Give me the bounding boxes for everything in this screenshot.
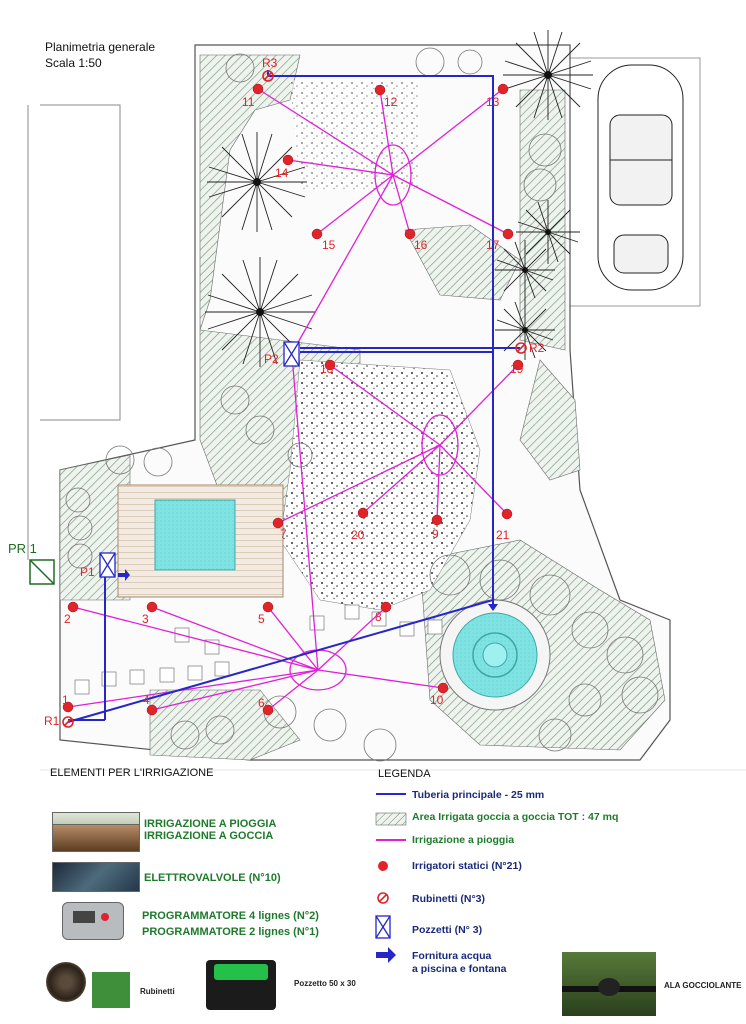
sprinkler-label: 16 <box>414 238 428 252</box>
element-label: PROGRAMMATORE 4 lignes (N°2) <box>142 910 319 922</box>
sprinkler-label: 6 <box>258 696 265 710</box>
sprinkler-3 <box>146 601 158 613</box>
faucet-photo <box>46 962 86 1002</box>
legend-item: Rubinetti (N°3) <box>412 893 486 905</box>
plan-title: Planimetria generale <box>45 40 156 54</box>
sprinkler-label: 18 <box>320 362 334 376</box>
pozzetto-caption: Pozzetto 50 x 30 <box>294 979 356 988</box>
sprinkler-18 <box>324 359 336 371</box>
sprinkler-label: 15 <box>322 238 336 252</box>
sprinkler-5 <box>262 601 274 613</box>
element-label: IRRIGAZIONE A GOCCIA <box>144 830 274 842</box>
sprinkler-16 <box>404 228 416 240</box>
pit-label: P2 <box>264 352 279 366</box>
sprinkler-9 <box>431 514 443 526</box>
sprinkler-label: 7 <box>280 527 287 541</box>
valve-label: R2 <box>529 341 545 355</box>
sprinkler-label: 12 <box>384 95 398 109</box>
legend-item: Irrigatori statici (N°21) <box>412 860 522 872</box>
ala-caption: ALA GOCCIOLANTE <box>664 981 742 990</box>
sprinkler-4 <box>146 704 158 716</box>
legend-symbols <box>375 793 407 963</box>
site-plan <box>27 30 746 771</box>
sprinkler-20 <box>357 507 369 519</box>
legend-item: a piscina e fontana <box>412 963 507 975</box>
drip-irrigation-photo <box>52 824 140 852</box>
legend-item: Pozzetti (N° 3) <box>412 924 483 936</box>
sprinkler-7 <box>272 517 284 529</box>
sprinkler-15 <box>311 228 323 240</box>
sprinkler-label: 14 <box>275 166 289 180</box>
legend-item: Area Irrigata goccia a goccia TOT : 47 m… <box>412 811 619 823</box>
valve-label: R3 <box>262 56 278 70</box>
sprinkler-label: 10 <box>430 693 444 707</box>
legend-item: Irrigazione a pioggia <box>412 834 515 846</box>
sprinkler-label: 21 <box>496 528 510 542</box>
programmer-photo <box>62 902 124 940</box>
plan-scale: Scala 1:50 <box>45 56 102 70</box>
rubinetti-caption: Rubinetti <box>140 987 175 996</box>
sprinkler-11 <box>252 83 264 95</box>
sprinkler-label: 1 <box>62 693 69 707</box>
sprinkler-label: 20 <box>351 528 365 542</box>
sprinkler-10 <box>437 682 449 694</box>
sprinkler-label: 5 <box>258 612 265 626</box>
element-label: IRRIGAZIONE A PIOGGIA <box>144 818 277 830</box>
valves-photo <box>52 862 140 892</box>
sprinkler-19 <box>512 359 524 371</box>
ala-photo <box>562 952 656 1016</box>
pozzetto-photo <box>206 960 276 1010</box>
sprinkler-1 <box>62 701 74 713</box>
sprinkler-label: 19 <box>510 362 524 376</box>
sprinkler-21 <box>501 508 513 520</box>
sprinkler-label: 3 <box>142 612 149 626</box>
sprinkler-2 <box>67 601 79 613</box>
element-label: ELETTROVALVOLE (N°10) <box>144 872 281 884</box>
sprinkler-13 <box>497 83 509 95</box>
sprinkler-12 <box>374 84 386 96</box>
sprinkler-label: 9 <box>432 527 439 541</box>
sprinkler-label: 13 <box>486 95 500 109</box>
sprinkler-14 <box>282 154 294 166</box>
sprinkler-label: 17 <box>486 238 500 252</box>
legend-item: Fornitura acqua <box>412 950 492 962</box>
legend-item: Tuberia principale - 25 mm <box>412 789 545 801</box>
sprinkler-label: 8 <box>375 610 382 624</box>
element-label: PROGRAMMATORE 2 lignes (N°1) <box>142 926 319 938</box>
valve-box-photo <box>92 972 130 1008</box>
sprinkler-8 <box>380 601 392 613</box>
sprinkler-label: 4 <box>143 693 150 707</box>
pit-label: P1 <box>80 565 95 579</box>
valve-label: R1 <box>44 714 60 728</box>
legend-title: LEGENDA <box>378 768 431 780</box>
sprinkler-17 <box>502 228 514 240</box>
pr-label: PR 1 <box>8 541 37 556</box>
sprinkler-label: 11 <box>242 95 255 109</box>
sprinkler-6 <box>262 704 274 716</box>
sprinkler-label: 2 <box>64 612 71 626</box>
elements-title: ELEMENTI PER L'IRRIGAZIONE <box>50 767 214 779</box>
